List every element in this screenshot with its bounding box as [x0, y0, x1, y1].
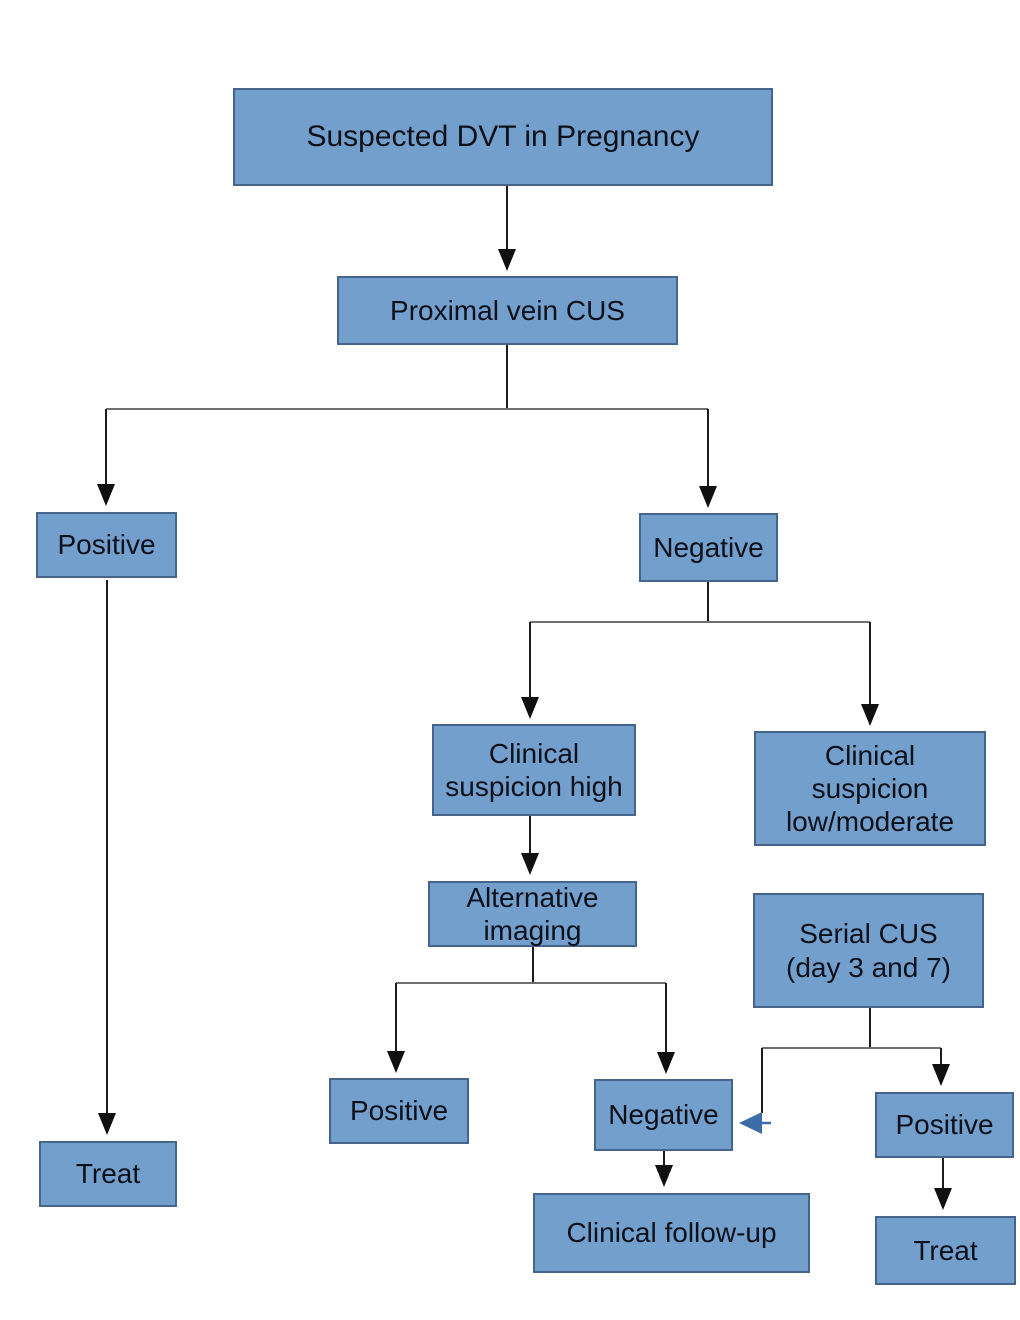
node-cus-positive: Positive — [36, 512, 177, 578]
arrow-down-head — [98, 1113, 116, 1135]
edge-positive-to-treat-right — [934, 1158, 952, 1210]
arrow-down-head — [521, 697, 539, 719]
node-clinical-suspicion-low-moderate: Clinical suspicion low/moderate — [754, 731, 986, 846]
arrow-down-head — [521, 853, 539, 875]
edge-serial-cus-split — [739, 1008, 950, 1134]
arrow-down-head — [699, 486, 717, 508]
node-imaging-negative: Negative — [594, 1079, 733, 1151]
node-clinical-follow-up: Clinical follow-up — [533, 1193, 810, 1273]
edge-negative-to-follow-up — [655, 1151, 673, 1187]
node-serial-positive: Positive — [875, 1092, 1014, 1158]
node-proximal-vein-cus: Proximal vein CUS — [337, 276, 678, 345]
arrow-down-head — [655, 1165, 673, 1187]
edge-positive-to-treat-left — [98, 580, 116, 1135]
edge-suspected-to-proximal — [498, 186, 516, 271]
node-serial-cus: Serial CUS (day 3 and 7) — [753, 893, 984, 1008]
arrow-left-head — [739, 1112, 762, 1134]
node-alternative-imaging: Alternative imaging — [428, 881, 637, 947]
node-treat-right: Treat — [875, 1216, 1016, 1285]
arrow-down-head — [934, 1188, 952, 1210]
node-treat-left: Treat — [39, 1141, 177, 1207]
arrow-down-head — [387, 1051, 405, 1073]
edge-alternative-imaging-split — [387, 947, 675, 1074]
node-suspected-dvt: Suspected DVT in Pregnancy — [233, 88, 773, 186]
node-cus-negative: Negative — [639, 513, 778, 582]
arrow-down-head — [97, 484, 115, 506]
arrow-down-head — [498, 249, 516, 271]
edge-high-to-alternative-imaging — [521, 816, 539, 875]
edge-negative-split — [521, 582, 879, 726]
arrow-down-head — [861, 704, 879, 726]
arrow-down-head — [932, 1064, 950, 1086]
arrow-down-head — [657, 1052, 675, 1074]
node-imaging-positive: Positive — [329, 1078, 469, 1144]
node-clinical-suspicion-high: Clinical suspicion high — [432, 724, 636, 816]
edge-proximal-split — [97, 345, 717, 508]
